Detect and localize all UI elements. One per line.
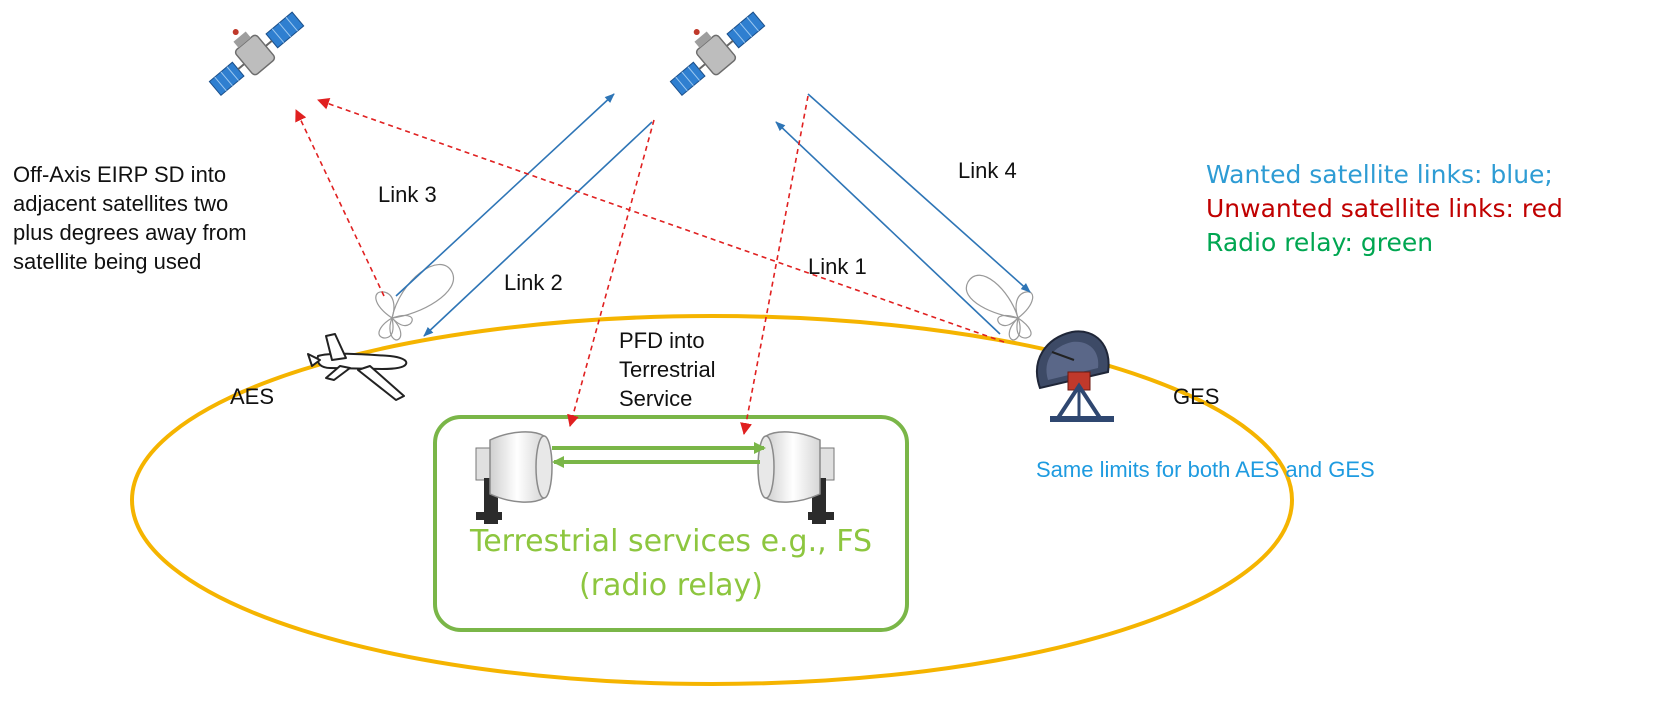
pfd-arrow-right	[740, 95, 809, 435]
pfd-arrow-left	[567, 119, 655, 427]
radio-relay-right-icon	[757, 431, 835, 524]
satellite-center-icon	[669, 11, 766, 97]
link2-downlink-arrow	[423, 121, 653, 337]
satellite-dish-icon	[1035, 330, 1114, 422]
radio-relay-left-icon	[475, 431, 553, 524]
terrestrial-line2: (radio relay)	[579, 568, 763, 603]
aes-offaxis-arrow	[295, 109, 385, 297]
aes-label: AES	[230, 384, 275, 409]
link3-label: Link 3	[378, 182, 437, 207]
link4-downlink-arrow	[807, 93, 1031, 293]
same-limits-note: Same limits for both AES and GES	[1036, 457, 1375, 482]
ges-label: GES	[1173, 384, 1220, 409]
legend-wanted: Wanted satellite links: blue;	[1206, 160, 1553, 189]
legend-unwanted: Unwanted satellite links: red	[1206, 194, 1563, 223]
legend-relay: Radio relay: green	[1206, 228, 1434, 257]
ges-offaxis-arrow	[317, 98, 1005, 343]
terrestrial-services-label: Terrestrial services e.g., FS (radio rel…	[435, 520, 907, 608]
terrestrial-line1: Terrestrial services e.g., FS	[470, 524, 872, 559]
link1-uplink-arrow	[775, 121, 1001, 335]
link3-uplink-arrow	[395, 93, 615, 297]
link2-label: Link 2	[504, 270, 563, 295]
legend: Wanted satellite links: blue; Unwanted s…	[1206, 158, 1563, 260]
aes-antenna-pattern	[375, 264, 455, 341]
airplane-icon	[307, 333, 408, 401]
satellite-left-icon	[208, 11, 305, 97]
coverage-ellipse	[130, 314, 1294, 686]
link1-label: Link 1	[808, 254, 867, 279]
pfd-label: PFD into Terrestrial Service	[619, 328, 716, 411]
offaxis-label: Off-Axis EIRP SD into adjacent satellite…	[13, 162, 247, 274]
link4-label: Link 4	[958, 158, 1017, 183]
